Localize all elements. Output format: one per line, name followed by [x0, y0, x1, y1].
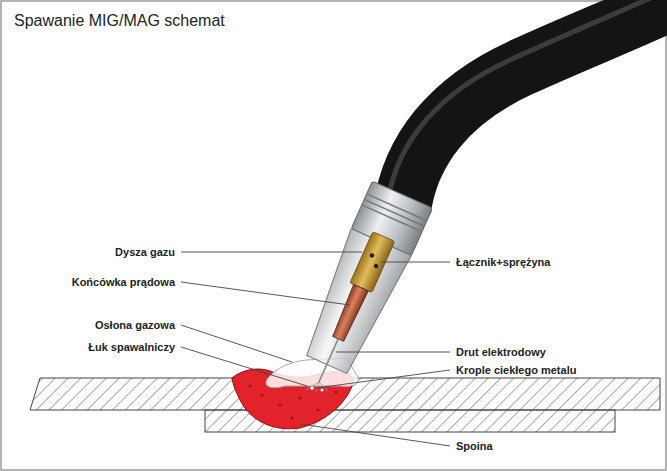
contact-tip	[331, 284, 368, 342]
part-label: Dysza gazu	[113, 245, 177, 259]
torch-hose	[388, 0, 667, 210]
electrode-wire	[319, 339, 339, 383]
leader-lines	[181, 252, 450, 446]
part-label: Spoina	[454, 439, 495, 453]
diagram-title: Spawanie MIG/MAG schemat	[14, 12, 225, 30]
part-label: Łuk spawalniczy	[86, 340, 177, 354]
welding-torch	[289, 181, 433, 396]
part-label: Drut elektrodowy	[454, 345, 548, 359]
part-label: Osłona gazowa	[93, 318, 177, 332]
part-label: Łącznik+sprężyna	[454, 255, 552, 269]
part-label: Końcówka prądowa	[70, 275, 177, 289]
part-label: Krople ciekłego metalu	[454, 363, 578, 377]
